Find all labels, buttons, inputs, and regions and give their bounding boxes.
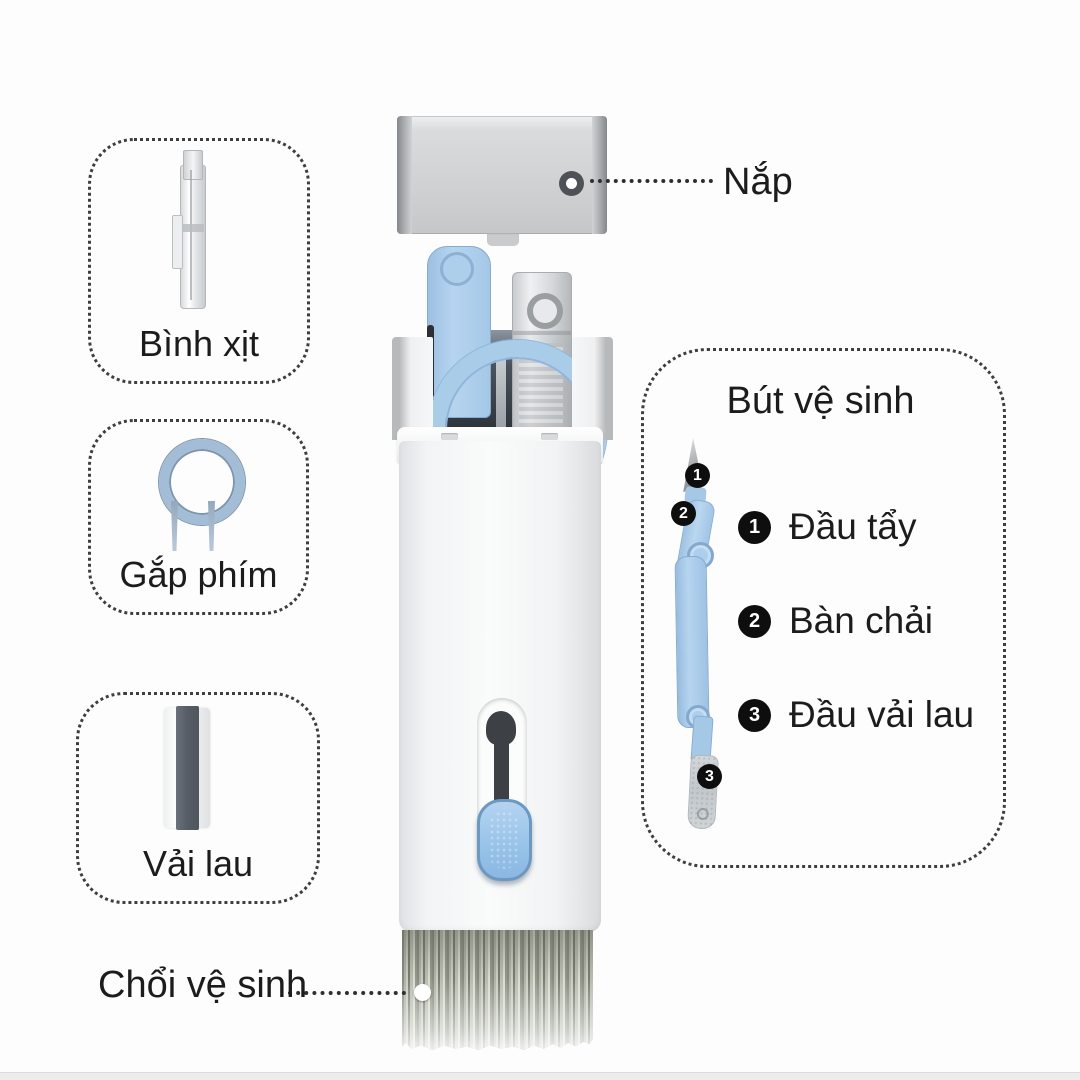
brush-label: Chổi vệ sinh: [98, 964, 308, 1006]
pen-main-body: [674, 555, 710, 729]
keycap-puller-ring-icon: [159, 439, 245, 525]
spray-pump-icon: [527, 293, 563, 329]
pen-hinge-icon: [440, 252, 474, 286]
cloth-box-label: Vải lau: [142, 843, 254, 884]
puller-prong-left: [171, 501, 178, 551]
cap-label: Nắp: [723, 161, 793, 203]
cap-ring-icon: [559, 171, 584, 196]
lip-notch: [441, 433, 458, 440]
spray-line: [513, 331, 571, 335]
spray-bottle-tab: [172, 215, 183, 269]
cap-dotted-connector: [590, 179, 713, 183]
brush-anchor-dot: [414, 984, 431, 1001]
spray-bottle-icon: [180, 165, 206, 309]
legend-row-2: 2 Bàn chải: [738, 600, 933, 642]
puller-prong-right: [208, 501, 215, 551]
pen-marker-1: 1: [685, 463, 710, 488]
legend-badge-3: 3: [738, 698, 771, 732]
brush-bristles: [402, 930, 593, 1050]
keycap-puller-box: Gắp phím: [88, 419, 309, 615]
legend-row-3: 3 Đầu vải lau: [738, 694, 974, 736]
keycap-puller-box-label: Gắp phím: [119, 554, 278, 595]
spray-bottle-ring: [180, 224, 204, 232]
cleaning-pen-panel: [641, 348, 1006, 868]
pen-marker-3: 3: [697, 764, 722, 789]
bottom-edge-band: [0, 1072, 1080, 1080]
keyhole-stem: [494, 735, 509, 811]
legend-row-1: 1 Đầu tẩy: [738, 506, 917, 548]
spray-bottle-tube: [190, 170, 192, 300]
spray-bottle-cap: [183, 150, 203, 180]
legend-badge-1: 1: [738, 510, 771, 544]
blue-slider: [477, 799, 532, 881]
tray-left-wall: [392, 337, 433, 440]
cap-left-edge: [397, 116, 412, 234]
legend-label-3: Đầu vải lau: [789, 694, 975, 735]
spray-box: Bình xịt: [88, 138, 310, 384]
lip-notch: [541, 433, 558, 440]
legend-label-1: Đầu tẩy: [789, 506, 917, 547]
tray-right-wall: [572, 337, 613, 440]
cloth-box: Vải lau: [76, 692, 320, 904]
cap-latch-tab: [487, 233, 519, 246]
legend-badge-2: 2: [738, 604, 771, 638]
cap-right-edge: [592, 116, 607, 234]
brush-dotted-connector: [288, 991, 406, 995]
pen-marker-2: 2: [671, 501, 696, 526]
cloth-strip-dark: [176, 706, 199, 830]
legend-label-2: Bàn chải: [789, 600, 933, 641]
pen-cloth-hole: [696, 807, 710, 821]
cap-anchor-dot: [566, 178, 577, 189]
spray-box-label: Bình xịt: [138, 323, 260, 364]
pen-panel-title: Bút vệ sinh: [726, 380, 915, 422]
